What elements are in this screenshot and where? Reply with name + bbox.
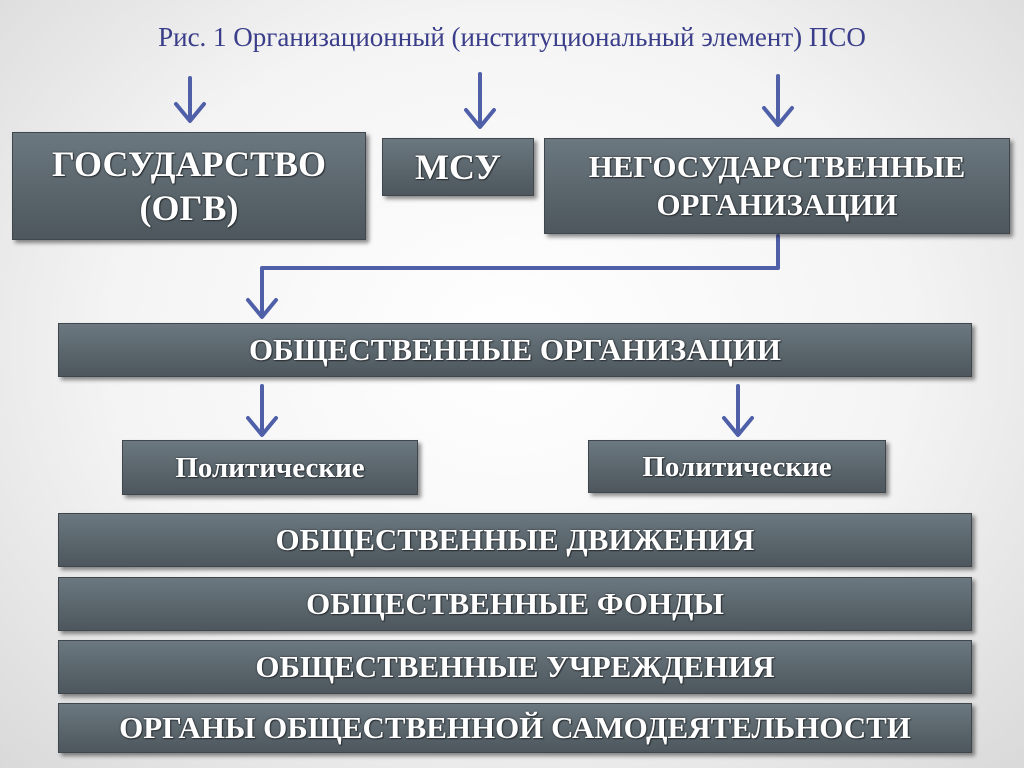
arrow-to-msu: [464, 72, 496, 129]
state-label: ГОСУДАРСТВО: [52, 144, 326, 184]
state-box: ГОСУДАРСТВО (ОГВ): [12, 132, 366, 240]
arrow-to-political-right: [722, 384, 754, 437]
self-activity-label: ОРГАНЫ ОБЩЕСТВЕННОЙ САМОДЕЯТЕЛЬНОСТИ: [119, 710, 911, 745]
nongov-label-line1: НЕГОСУДАРСТВЕННЫЕ: [588, 149, 966, 184]
arrow-nongov-to-public-orgs: [246, 234, 780, 319]
nongov-label-line2: ОРГАНИЗАЦИИ: [656, 187, 898, 222]
political-left-box: Политические: [122, 440, 418, 495]
arrow-to-political-left: [246, 384, 278, 437]
figure-title: Рис. 1 Организационный (институциональны…: [158, 22, 866, 52]
public-orgs-label: ОБЩЕСТВЕННЫЕ ОРГАНИЗАЦИИ: [249, 332, 781, 367]
nongov-box: НЕГОСУДАРСТВЕННЫЕ ОРГАНИЗАЦИИ: [544, 138, 1010, 234]
political-right-label: Политические: [642, 450, 832, 483]
public-funds-box: ОБЩЕСТВЕННЫЕ ФОНДЫ: [58, 577, 972, 631]
political-right-box: Политические: [588, 440, 886, 493]
state-sublabel: (ОГВ): [139, 188, 239, 228]
arrow-to-state: [174, 76, 206, 123]
arrow-to-nongov: [762, 74, 794, 127]
public-movements-label: ОБЩЕСТВЕННЫЕ ДВИЖЕНИЯ: [275, 522, 755, 557]
political-left-label: Политические: [175, 451, 365, 484]
msu-label: МСУ: [415, 147, 501, 187]
public-institutions-label: ОБЩЕСТВЕННЫЕ УЧРЕЖДЕНИЯ: [255, 649, 775, 684]
public-funds-label: ОБЩЕСТВЕННЫЕ ФОНДЫ: [306, 586, 724, 621]
public-orgs-box: ОБЩЕСТВЕННЫЕ ОРГАНИЗАЦИИ: [58, 323, 972, 377]
public-movements-box: ОБЩЕСТВЕННЫЕ ДВИЖЕНИЯ: [58, 513, 972, 567]
self-activity-box: ОРГАНЫ ОБЩЕСТВЕННОЙ САМОДЕЯТЕЛЬНОСТИ: [58, 703, 972, 753]
public-institutions-box: ОБЩЕСТВЕННЫЕ УЧРЕЖДЕНИЯ: [58, 640, 972, 694]
msu-box: МСУ: [382, 138, 534, 196]
